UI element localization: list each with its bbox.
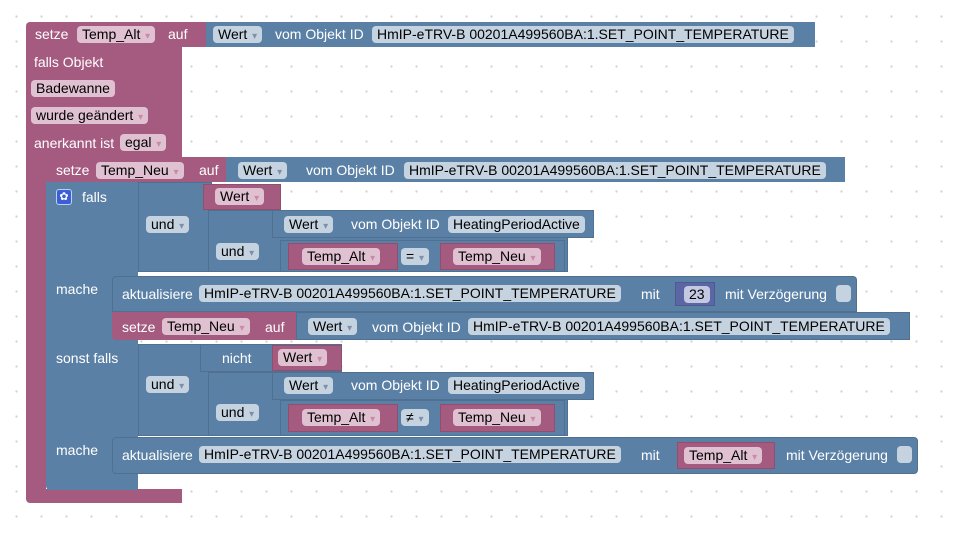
- to-keyword-3: auf: [265, 319, 285, 335]
- number-value-field[interactable]: 23: [684, 286, 710, 303]
- update-label-1: aktualisiere: [122, 286, 193, 302]
- heating-attr-dropdown-1[interactable]: Wert: [284, 216, 334, 233]
- heating-id-label-2: vom Objekt ID: [351, 377, 440, 393]
- to-keyword-2: auf: [199, 162, 219, 178]
- object-id-label-3: vom Objekt ID: [372, 319, 461, 335]
- update-with-label-1: mit: [641, 286, 660, 302]
- delay-label-2: mit Verzögerung: [786, 447, 888, 463]
- heating-attr-dropdown-2[interactable]: Wert: [284, 377, 334, 394]
- gear-icon[interactable]: ✿: [56, 189, 72, 205]
- compare-operator-dropdown-2[interactable]: ≠: [401, 409, 429, 426]
- trigger-statement-spine: [26, 159, 46, 489]
- and-operator-dropdown-4[interactable]: und: [216, 404, 260, 421]
- if-label: falls: [82, 189, 107, 205]
- heating-id-field-1[interactable]: HeatingPeriodActive: [448, 216, 585, 233]
- compare-left-dropdown-1[interactable]: Temp_Alt: [302, 248, 381, 265]
- ack-label: anerkannt ist: [34, 135, 115, 151]
- variable-dropdown-3[interactable]: Temp_Neu: [162, 318, 250, 335]
- object-id-label: vom Objekt ID: [275, 26, 364, 42]
- compare-left-dropdown-2[interactable]: Temp_Alt: [302, 409, 381, 426]
- attribute-dropdown-3[interactable]: Wert: [308, 318, 358, 335]
- delay-checkbox-2[interactable]: [897, 446, 912, 463]
- elseif-label: sonst falls: [56, 350, 119, 366]
- trigger-condition-dropdown[interactable]: wurde geändert: [31, 107, 149, 124]
- trigger-object-field[interactable]: Badewanne: [31, 80, 115, 97]
- heating-id-field-2[interactable]: HeatingPeriodActive: [448, 377, 585, 394]
- object-id-field-2[interactable]: HmIP-eTRV-B 00201A499560BA:1.SET_POINT_T…: [404, 162, 826, 179]
- trigger-label: falls Objekt: [34, 54, 104, 70]
- object-id-field[interactable]: HmIP-eTRV-B 00201A499560BA:1.SET_POINT_T…: [372, 26, 794, 43]
- update-oid-field-1[interactable]: HmIP-eTRV-B 00201A499560BA:1.SET_POINT_T…: [199, 285, 621, 302]
- update-label-2: aktualisiere: [122, 447, 193, 463]
- attribute-dropdown-2[interactable]: Wert: [238, 162, 288, 179]
- and-operator-dropdown-1[interactable]: und: [146, 216, 190, 233]
- set-keyword-3: setze: [122, 319, 156, 335]
- and-operator-dropdown-2[interactable]: und: [216, 243, 260, 260]
- set-keyword-2: setze: [56, 162, 90, 178]
- compare-right-dropdown-1[interactable]: Temp_Neu: [453, 248, 541, 265]
- set-keyword: setze: [35, 26, 69, 42]
- update-value-dropdown-2[interactable]: Temp_Alt: [684, 447, 763, 464]
- object-id-field-3[interactable]: HmIP-eTRV-B 00201A499560BA:1.SET_POINT_T…: [468, 318, 890, 335]
- attribute-dropdown[interactable]: Wert: [213, 26, 263, 43]
- compare-right-dropdown-2[interactable]: Temp_Neu: [453, 409, 541, 426]
- trigger-bottom-bar: [26, 489, 182, 503]
- ack-dropdown[interactable]: egal: [120, 134, 167, 151]
- update-oid-field-2[interactable]: HmIP-eTRV-B 00201A499560BA:1.SET_POINT_T…: [199, 446, 621, 463]
- delay-checkbox-1[interactable]: [836, 285, 851, 302]
- do-label-2: mache: [56, 442, 99, 458]
- compare-operator-dropdown-1[interactable]: =: [401, 248, 429, 265]
- variable-dropdown[interactable]: Temp_Alt: [77, 26, 156, 43]
- to-keyword: auf: [168, 26, 188, 42]
- delay-label-1: mit Verzögerung: [725, 286, 827, 302]
- not-label: nicht: [222, 350, 252, 366]
- update-with-label-2: mit: [641, 447, 660, 463]
- variable-wert-dropdown-2[interactable]: Wert: [278, 349, 328, 366]
- do-label-1: mache: [56, 281, 99, 297]
- variable-dropdown-2[interactable]: Temp_Neu: [96, 162, 184, 179]
- heating-id-label-1: vom Objekt ID: [351, 216, 440, 232]
- variable-wert-dropdown-1[interactable]: Wert: [215, 188, 265, 205]
- and-operator-dropdown-3[interactable]: und: [146, 376, 190, 393]
- object-id-label-2: vom Objekt ID: [306, 162, 395, 178]
